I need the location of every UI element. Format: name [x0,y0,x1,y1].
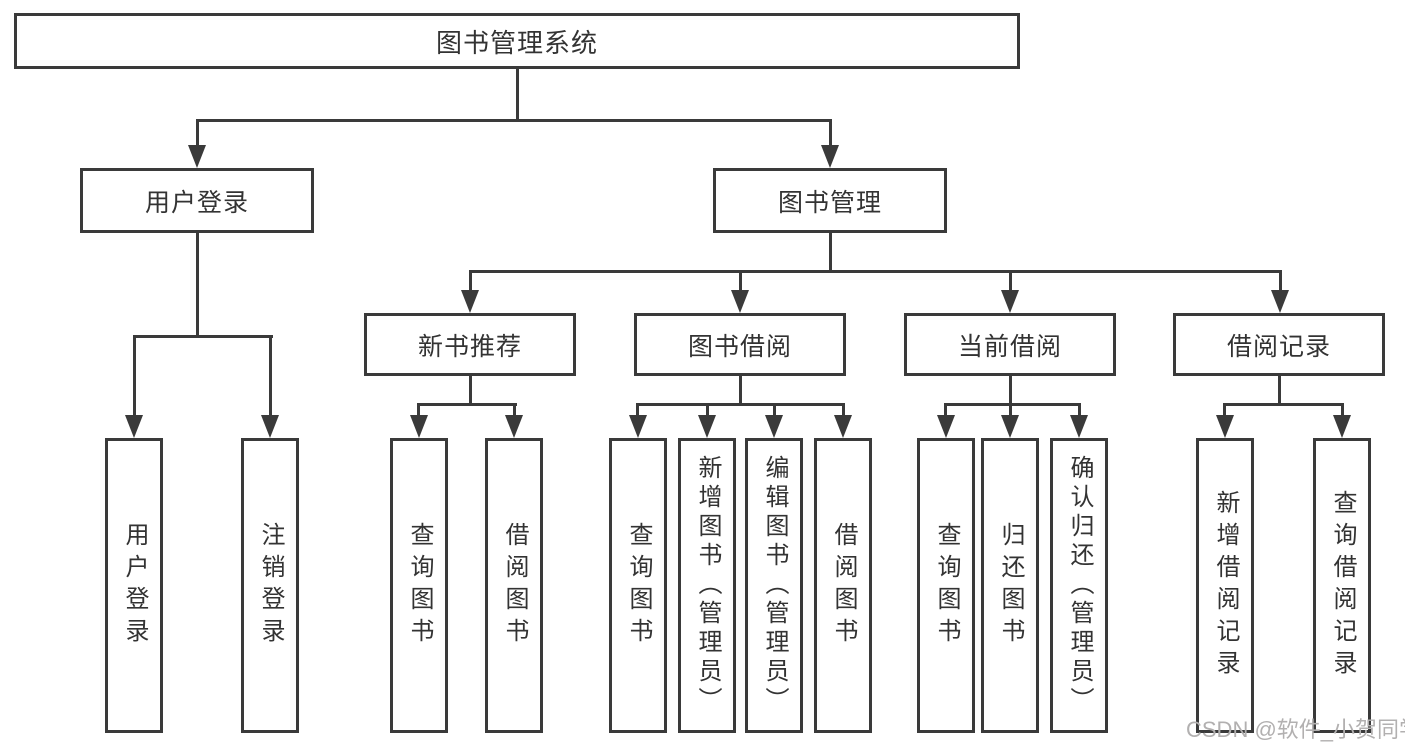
connector-line [1278,376,1281,406]
node-user-login: 用户登录 [105,438,163,733]
connector-line [706,403,709,418]
arrow-down-icon [698,415,716,438]
arrow-down-icon [410,415,428,438]
node-bb-edit-books-admin: 编辑图书（管理员） [745,438,803,733]
connector-line [739,376,742,406]
node-cb-confirm-return-admin: 确认归还（管理员） [1050,438,1108,733]
connector-line [516,69,519,122]
node-cb-return-books: 归还图书 [981,438,1039,733]
node-nb-query-books: 查询图书 [390,438,448,733]
connector-line [196,119,832,122]
arrow-down-icon [505,415,523,438]
arrow-down-icon [125,415,143,438]
connector-line [1223,403,1226,418]
connector-line [1078,403,1081,418]
connector-line [513,403,516,418]
connector-line [1009,403,1012,418]
connector-line [196,233,199,338]
connector-line [773,403,776,418]
node-book-borrowing: 图书借阅 [634,313,846,376]
connector-line [469,270,1282,273]
node-library-system: 图书管理系统 [14,13,1020,69]
connector-line [944,403,1081,406]
connector-line [636,403,845,406]
connector-line [636,403,639,418]
connector-line [469,376,472,406]
arrow-down-icon [1001,290,1019,313]
node-book-management: 图书管理 [713,168,947,233]
node-logout: 注销登录 [241,438,299,733]
node-br-add-record: 新增借阅记录 [1196,438,1254,733]
arrow-down-icon [1001,415,1019,438]
connector-line [739,270,742,292]
connector-line [133,335,273,338]
connector-line [269,335,272,417]
connector-line [842,403,845,418]
arrow-down-icon [834,415,852,438]
arrow-down-icon [821,145,839,168]
arrow-down-icon [1070,415,1088,438]
arrow-down-icon [461,290,479,313]
connector-line [829,119,832,150]
node-user-login-group: 用户登录 [80,168,314,233]
arrow-down-icon [1216,415,1234,438]
connector-line [1223,403,1344,406]
arrow-down-icon [1271,290,1289,313]
arrow-down-icon [765,415,783,438]
arrow-down-icon [937,415,955,438]
watermark-text: CSDN @软件_小贺同学 [1186,717,1405,742]
node-borrowing-records: 借阅记录 [1173,313,1385,376]
connector-line [417,403,420,418]
connector-line [1279,270,1282,292]
node-cb-query-books: 查询图书 [917,438,975,733]
arrow-down-icon [629,415,647,438]
arrow-down-icon [731,290,749,313]
arrow-down-icon [188,145,206,168]
connector-line [133,335,136,417]
connector-line [1009,270,1012,292]
node-bb-borrow-books: 借阅图书 [814,438,872,733]
node-nb-borrow-books: 借阅图书 [485,438,543,733]
arrow-down-icon [261,415,279,438]
connector-line [944,403,947,418]
node-bb-query-books: 查询图书 [609,438,667,733]
node-br-query-record: 查询借阅记录 [1313,438,1371,733]
node-new-book-recommend: 新书推荐 [364,313,576,376]
connector-line [829,233,832,273]
node-current-borrowing: 当前借阅 [904,313,1116,376]
connector-line [1341,403,1344,418]
connector-line [417,403,517,406]
connector-line [196,119,199,150]
arrow-down-icon [1333,415,1351,438]
node-bb-add-books-admin: 新增图书（管理员） [678,438,736,733]
connector-line [1009,376,1012,406]
connector-line [469,270,472,292]
